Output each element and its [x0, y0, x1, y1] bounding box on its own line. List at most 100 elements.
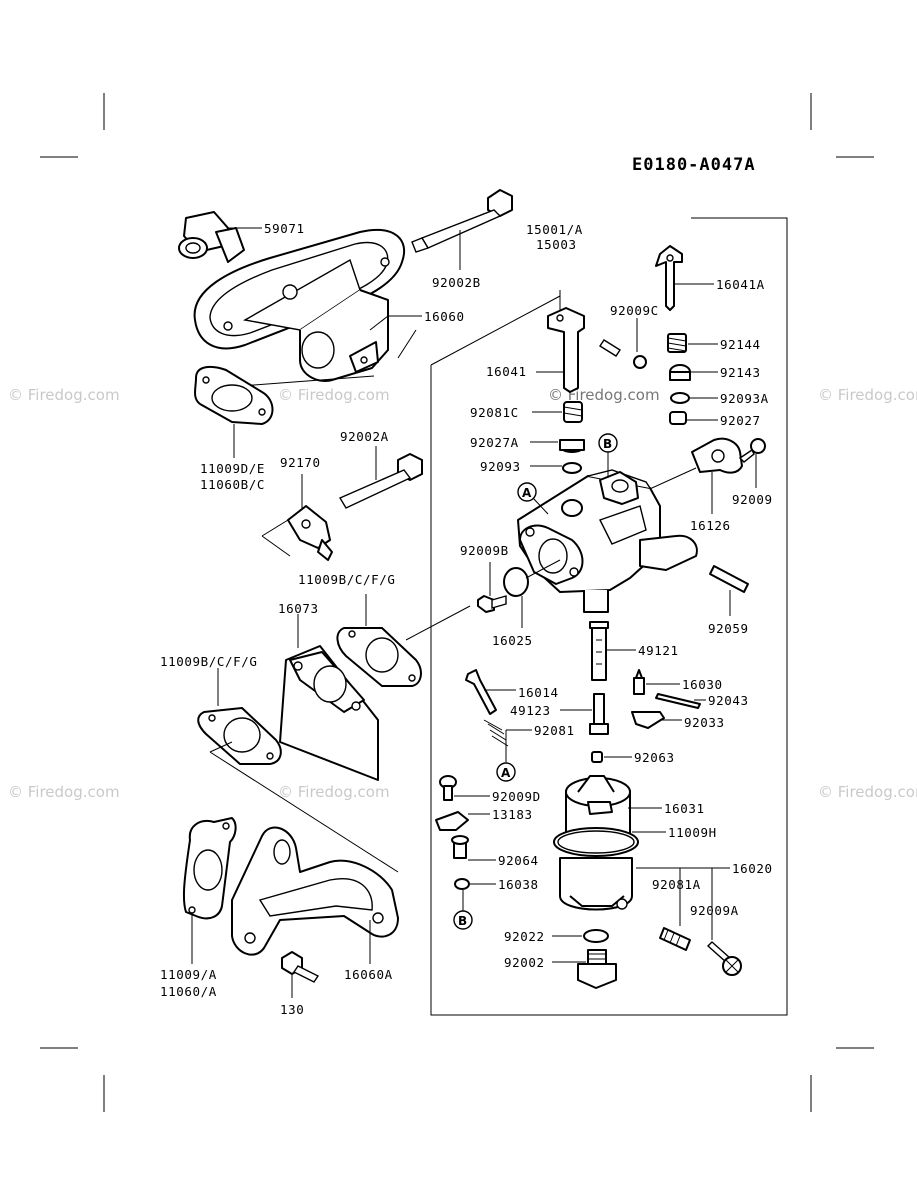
plate-13183	[435, 811, 469, 831]
spring-92081	[483, 719, 509, 747]
part-label: 16014	[518, 685, 559, 700]
tube-49121	[589, 621, 609, 681]
diagram-code: E0180-A047A	[632, 155, 756, 175]
marker-B-upper: B	[598, 433, 618, 453]
spring-92144	[667, 333, 687, 353]
gasket-11009BCFG-lower	[197, 707, 282, 765]
part-label: 92093	[480, 459, 521, 474]
watermark: © Firedog.com	[548, 386, 660, 404]
part-label: 16025	[492, 633, 533, 648]
gasket-11009A	[182, 817, 237, 920]
marker-A-lower: A	[496, 762, 516, 782]
part-label: 16031	[664, 801, 705, 816]
part-label: 11009D/E	[200, 461, 265, 476]
washer-92022	[583, 929, 609, 943]
bracket-92170	[287, 505, 333, 561]
washer-16038	[454, 878, 470, 890]
part-label: 16041	[486, 364, 527, 379]
screw-92009A	[706, 941, 742, 976]
air-cleaner-base	[193, 228, 406, 382]
bolt-92002B	[411, 189, 513, 253]
part-label: 15003	[536, 237, 577, 252]
choke-lever-16041A	[655, 245, 683, 311]
part-label: 92009B	[460, 543, 509, 558]
part-label: 92002B	[432, 275, 481, 290]
watermark: © Firedog.com	[818, 783, 917, 801]
part-label: 92081	[534, 723, 575, 738]
jet-49123	[589, 693, 609, 735]
watermark: © Firedog.com	[8, 386, 120, 404]
float-16031	[565, 775, 631, 844]
crop-marks	[40, 93, 874, 1112]
watermark: © Firedog.com	[278, 783, 390, 801]
insulator-16073	[279, 645, 379, 781]
marker-A-label: A	[522, 486, 532, 500]
screw-16014	[465, 669, 497, 715]
part-label: 92064	[498, 853, 539, 868]
part-label: 15001/A	[526, 222, 583, 237]
part-label: 16038	[498, 877, 539, 892]
spring-92081C	[563, 401, 583, 423]
part-label: 16020	[732, 861, 773, 876]
part-label: 130	[280, 1002, 304, 1017]
marker-B-lower: B	[453, 910, 473, 930]
part-label: 13183	[492, 807, 533, 822]
needle-16030	[633, 669, 645, 695]
part-label: 92043	[708, 693, 749, 708]
part-label: 92059	[708, 621, 749, 636]
marker-A-upper: A	[517, 482, 537, 502]
part-label: 92009	[732, 492, 773, 507]
part-label: 92002	[504, 955, 545, 970]
gasket-11009BCFG-upper	[336, 627, 422, 687]
part-label: 92033	[684, 715, 725, 730]
part-label: 92002A	[340, 429, 389, 444]
part-label: 92093A	[720, 391, 769, 406]
ring-92063	[591, 751, 603, 763]
part-label: 92063	[634, 750, 675, 765]
part-label: 16060A	[344, 967, 393, 982]
part-label: 16126	[690, 518, 731, 533]
pin-92059	[709, 565, 749, 593]
screw-92009D	[439, 775, 457, 801]
part-label: 92027	[720, 413, 761, 428]
drain-bolt-92002	[577, 949, 617, 989]
part-label: 92022	[504, 929, 545, 944]
bolt-130	[281, 951, 320, 983]
part-label: 49123	[510, 703, 551, 718]
part-label: 11060B/C	[200, 477, 265, 492]
part-label: 16030	[682, 677, 723, 692]
part-label: 16060	[424, 309, 465, 324]
part-label: 92027A	[470, 435, 519, 450]
pin-92043	[655, 693, 701, 709]
clip-92033	[631, 711, 665, 729]
part-label: 92009D	[492, 789, 541, 804]
intake-manifold-16060A	[231, 826, 399, 956]
part-label: 11009B/C/F/G	[298, 572, 396, 587]
part-label: 92009C	[610, 303, 659, 318]
carburetor-body	[517, 469, 698, 613]
washer-92093	[562, 462, 582, 474]
spring-92081A	[659, 927, 691, 951]
throttle-shaft-16041	[547, 307, 585, 393]
marker-A-label: A	[501, 766, 511, 780]
marker-B-label: B	[603, 437, 612, 451]
part-label: 92170	[280, 455, 321, 470]
assembly-boundary	[430, 217, 788, 1016]
part-label: 11060/A	[160, 984, 217, 999]
marker-B-label: B	[458, 914, 467, 928]
screw-92009	[738, 438, 766, 463]
part-label: 49121	[638, 643, 679, 658]
part-label: 92009A	[690, 903, 739, 918]
watermark: © Firedog.com	[278, 386, 390, 404]
plate-16025	[503, 567, 529, 597]
bolt-92002A	[338, 453, 423, 509]
part-label: 16073	[278, 601, 319, 616]
part-label: 11009H	[668, 825, 717, 840]
washer-92093A	[670, 392, 690, 404]
part-label: 92081C	[470, 405, 519, 420]
watermark: © Firedog.com	[818, 386, 917, 404]
breather-fitting	[178, 211, 245, 263]
float-bowl-16020	[559, 857, 633, 911]
part-label: 11009B/C/F/G	[160, 654, 258, 669]
